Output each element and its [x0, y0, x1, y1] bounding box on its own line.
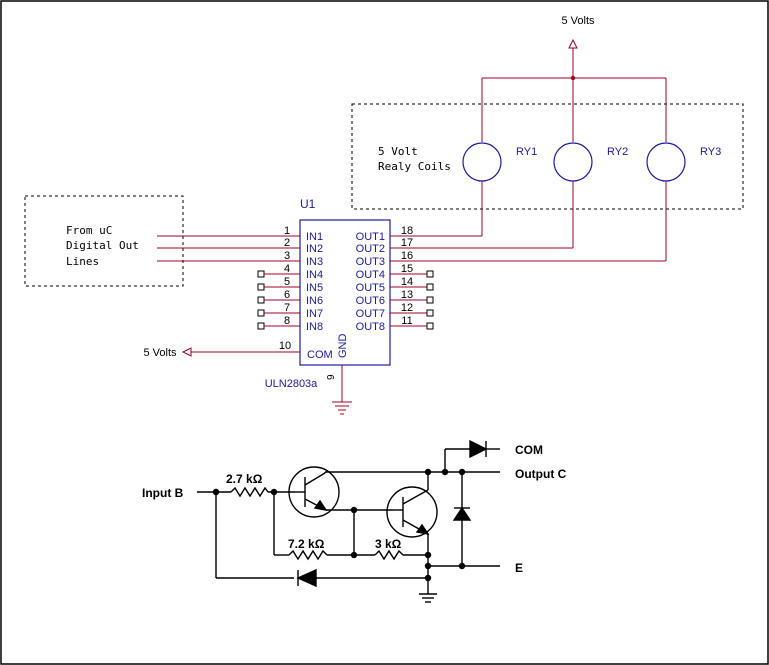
input-pin-name: IN7 [306, 308, 323, 320]
input-pin-number: 6 [284, 289, 290, 301]
ground-icon [332, 401, 352, 415]
chip-part-number: ULN2803a [265, 378, 318, 390]
darlington-circuit [197, 439, 500, 603]
output-pin-number: 15 [401, 263, 413, 275]
ry3-label: RY3 [700, 146, 721, 158]
input-pin-name: IN1 [306, 231, 323, 243]
output-pin-number: 11 [401, 315, 412, 327]
ry1-label: RY1 [516, 146, 537, 158]
q2-transistor-icon [386, 486, 438, 538]
com-pin-number: 10 [279, 340, 291, 352]
input-pin-name: IN4 [306, 269, 323, 281]
output-pin-number: 18 [401, 225, 413, 237]
input-pin-number: 1 [284, 225, 290, 237]
ry2-label: RY2 [607, 146, 628, 158]
output-pin-number: 13 [401, 289, 413, 301]
unused-pin-icon [257, 270, 265, 278]
com-diode-icon [469, 439, 488, 459]
uc-box-line-2: Digital Out [66, 239, 139, 252]
ry1-coil-icon [462, 142, 502, 182]
r1-label: 2.7 kΩ [226, 472, 263, 486]
output-pin-name: OUT5 [356, 282, 385, 294]
resistor-r3-icon [374, 549, 404, 561]
unused-pin-icon [257, 296, 265, 304]
relay-box-text-2: Realy Coils [378, 160, 451, 173]
unused-pin-icon [426, 322, 434, 330]
r3-label: 3 kΩ [375, 537, 402, 551]
input-pin-number: 2 [284, 237, 290, 249]
supply-label: 5 Volts [561, 15, 595, 27]
supply-arrow-icon [568, 38, 578, 49]
emitter-label: E [515, 561, 523, 575]
output-pin-name: OUT4 [356, 269, 385, 281]
unused-pin-icon [426, 296, 434, 304]
unused-pin-icon [257, 283, 265, 291]
input-pin-name: IN3 [306, 256, 323, 268]
chip-designator: U1 [300, 197, 316, 211]
output-pin-name: OUT3 [356, 256, 385, 268]
input-pin-number: 7 [284, 302, 290, 314]
input-pin-name: IN5 [306, 282, 323, 294]
resistor-r1-icon [230, 486, 269, 498]
output-pin-name: OUT2 [356, 243, 385, 255]
output-pin-number: 16 [401, 250, 413, 262]
output-c-label: Output C [515, 467, 567, 481]
unused-pin-icon [426, 283, 434, 291]
input-clamp-diode-icon [296, 568, 317, 588]
com-label: COM [515, 443, 543, 457]
ry2-coil-icon [553, 142, 593, 182]
input-pin-number: 8 [284, 315, 290, 327]
com-pin-name: COM [307, 349, 333, 361]
uc-box-line-3: Lines [66, 255, 99, 268]
output-pin-name: OUT7 [356, 308, 385, 320]
input-pin-number: 5 [284, 276, 290, 288]
ce-clamp-diode-icon [452, 506, 472, 521]
unused-pin-icon [257, 309, 265, 317]
input-pin-name: IN2 [306, 243, 323, 255]
gnd-pin-number: 9 [326, 374, 337, 380]
input-pin-name: IN6 [306, 295, 323, 307]
output-pin-name: OUT6 [356, 295, 385, 307]
com-supply-arrow-icon [181, 347, 192, 357]
relay-box-text-1: 5 Volt [378, 145, 418, 158]
output-pin-number: 17 [401, 237, 413, 249]
relay-coils-box [351, 103, 744, 210]
unused-pin-icon [257, 322, 265, 330]
unused-pin-icon [426, 270, 434, 278]
resistor-r2-icon [288, 549, 328, 561]
input-pin-number: 4 [284, 263, 290, 275]
ry3-coil-icon [646, 142, 686, 182]
gnd-pin-name: GND [337, 334, 349, 359]
output-pin-number: 14 [401, 276, 413, 288]
output-pin-number: 12 [401, 302, 413, 314]
uln2803-chip [299, 219, 391, 366]
input-pin-number: 3 [284, 250, 290, 262]
com-supply-label: 5 Volts [143, 347, 177, 359]
darlington-junctions [212, 468, 466, 582]
output-pin-name: OUT1 [356, 231, 385, 243]
r2-label: 7.2 kΩ [288, 537, 325, 551]
uc-box-line-1: From uC [66, 224, 112, 237]
uc-box [24, 195, 184, 287]
output-pin-name: OUT8 [356, 321, 385, 333]
input-pin-name: IN8 [306, 321, 323, 333]
q1-transistor-icon [288, 466, 340, 518]
unused-pin-icon [426, 309, 434, 317]
input-b-label: Input B [142, 486, 184, 500]
